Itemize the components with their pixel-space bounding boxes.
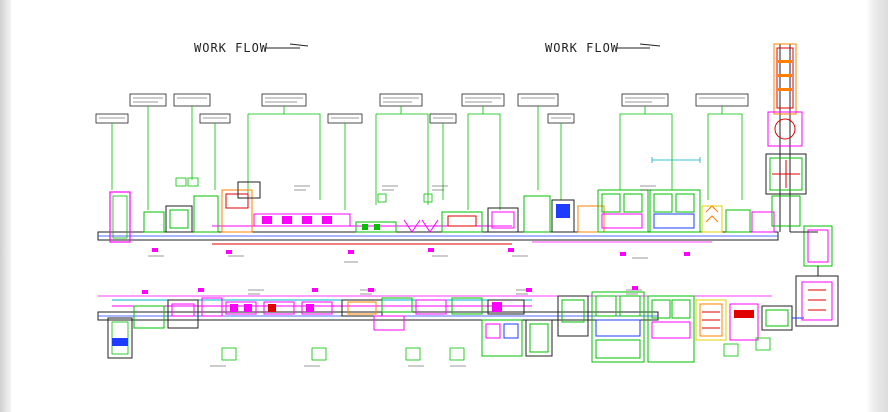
callout-box (547, 113, 575, 124)
upper-small-labels (148, 185, 656, 263)
work-flow-text: WORK FLOW (194, 41, 268, 55)
work-flow-label-left: WORK FLOW (194, 41, 309, 55)
lower-small-labels (210, 289, 642, 367)
callout-box (95, 113, 129, 124)
flow-arrow-icon (616, 43, 661, 49)
callout-box (379, 93, 423, 107)
lower-stations (133, 291, 804, 363)
lower-conveyor (97, 295, 772, 359)
upper-markers (175, 177, 433, 203)
callout-boxes-top (129, 93, 749, 107)
callout-box (261, 93, 307, 107)
callout-box (621, 93, 669, 107)
callout-box (173, 93, 211, 107)
tower-accents (778, 60, 792, 91)
upper-pink-marks (152, 248, 690, 256)
flow-arrow-icon (265, 43, 309, 49)
callout-box (199, 113, 231, 124)
callout-text-marks (99, 97, 745, 119)
callout-box (695, 93, 749, 107)
work-flow-text: WORK FLOW (545, 41, 619, 55)
lower-pink-marks (142, 286, 638, 294)
callout-box (327, 113, 363, 124)
callout-box (517, 93, 559, 107)
viewer-scroll-edge (866, 0, 888, 412)
layout-drawing: WORK FLOW WORK FLOW (12, 0, 866, 412)
callout-box (429, 113, 457, 124)
right-tower (765, 43, 839, 327)
factory-layout-svg: WORK FLOW WORK FLOW (95, 41, 839, 367)
callout-box (129, 93, 167, 107)
callout-box (461, 93, 505, 107)
lower-markers (221, 337, 771, 361)
leader-lines (111, 106, 743, 210)
work-flow-label-right: WORK FLOW (545, 41, 661, 55)
callout-boxes-second (95, 113, 575, 124)
upper-stations (143, 181, 775, 233)
